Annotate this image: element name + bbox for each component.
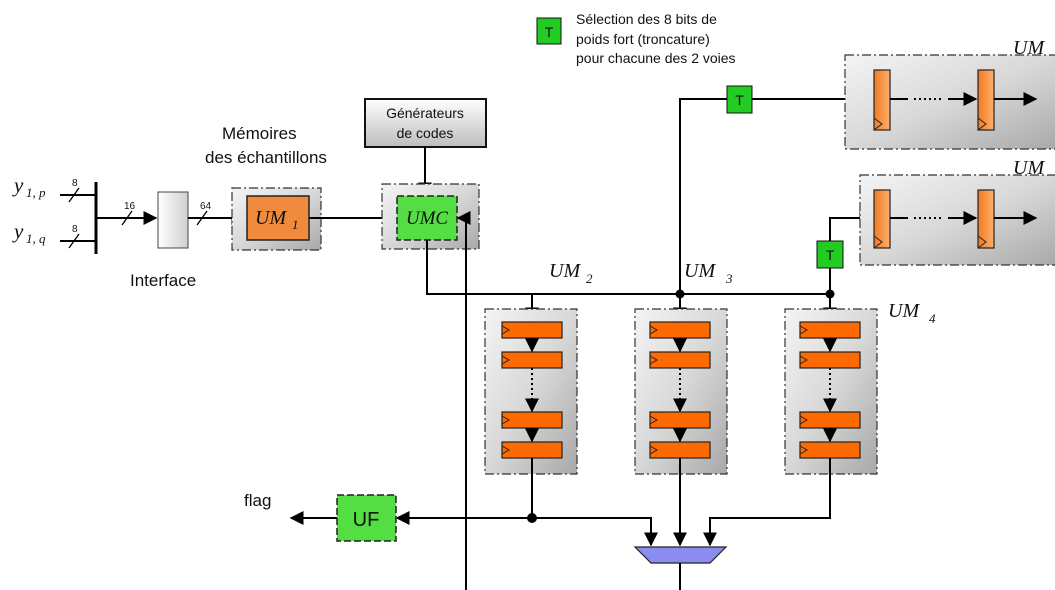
interface-block xyxy=(157,191,189,249)
um3-reg-3 xyxy=(649,411,711,429)
generator-line-1: Générateurs xyxy=(386,105,464,121)
legend-line-3: pour chacune des 2 voies xyxy=(576,50,736,66)
um3-sub: 3 xyxy=(725,271,733,286)
clk-top-b-2 xyxy=(977,235,987,249)
input-yp-main: y xyxy=(12,173,24,197)
reg-top-a-1 xyxy=(873,69,891,131)
t-block-top xyxy=(726,85,753,114)
um3-clk-3 xyxy=(649,415,659,425)
um4-clk-1 xyxy=(799,325,809,335)
uf-block xyxy=(336,494,397,542)
um3-clk-4 xyxy=(649,445,659,455)
reg-top-b-1 xyxy=(873,189,891,249)
um1-group: Mémoires des échantillons UM 1 xyxy=(205,124,327,251)
width-16-label: 16 xyxy=(124,201,136,212)
legend-line-1: Sélection des 8 bits de xyxy=(576,11,717,27)
um1-label: UM xyxy=(255,207,287,229)
code-generator: Générateurs de codes xyxy=(364,98,487,148)
um-top-right-b-frame xyxy=(859,174,1055,266)
reg-top-b-2 xyxy=(977,189,995,249)
um2-clk-4 xyxy=(501,445,511,455)
um3-clk-1 xyxy=(649,325,659,335)
um4-to-mux-wire xyxy=(703,458,831,547)
um4-reg-4 xyxy=(799,441,861,459)
umc-label: UMC xyxy=(406,208,449,229)
um3-reg-4 xyxy=(649,441,711,459)
um4-clk-4 xyxy=(799,445,809,455)
width-q-label: 8 xyxy=(72,224,78,235)
input-yp-sub: 1, p xyxy=(26,185,46,200)
bus-slash-64 xyxy=(196,210,208,226)
legend-line-2: poids fort (troncature) xyxy=(576,31,710,47)
reg-top-a-2 xyxy=(977,69,995,131)
t-mid-to-chain xyxy=(829,211,874,241)
um2-to-mux-wire xyxy=(531,458,658,547)
flag-label: flag xyxy=(244,491,271,510)
bus-to-top-t xyxy=(679,98,727,294)
um-top-right-b: UM xyxy=(859,157,1055,266)
um2-sub: 2 xyxy=(586,271,593,286)
main-bus xyxy=(426,240,830,295)
memories-label-2: des échantillons xyxy=(205,148,327,167)
bus-slash-q xyxy=(68,233,80,249)
um2-group xyxy=(484,294,578,475)
um1-block xyxy=(246,195,310,241)
um4-clk-3 xyxy=(799,415,809,425)
interface-label: Interface xyxy=(130,271,196,290)
um3-group xyxy=(634,294,728,475)
clk-top-a-1 xyxy=(873,117,883,131)
um-top-right-a-label: UM xyxy=(1013,37,1045,59)
clk-top-a-2 xyxy=(977,117,987,131)
um2-clk-2 xyxy=(501,355,511,365)
bus-slash-p xyxy=(68,187,80,203)
umc-feedback-wire xyxy=(456,211,471,590)
um-top-right-a: UM xyxy=(844,37,1055,150)
um4-label: UM xyxy=(888,300,920,322)
um2-reg-1 xyxy=(501,321,563,339)
t-block-mid xyxy=(816,240,844,269)
um2-reg-2 xyxy=(501,351,563,369)
clk-top-b-1 xyxy=(873,235,883,249)
legend: T Sélection des 8 bits de poids fort (tr… xyxy=(536,11,736,66)
width-64-label: 64 xyxy=(200,201,212,212)
uf-group: UF xyxy=(336,494,397,542)
bus-slash-16 xyxy=(121,210,133,226)
generator-line-2: de codes xyxy=(397,125,454,141)
legend-t-label: T xyxy=(545,24,554,40)
um-top-right-b-label: UM xyxy=(1013,157,1045,179)
um2-clk-3 xyxy=(501,415,511,425)
um3-reg-1 xyxy=(649,321,711,339)
width-p-label: 8 xyxy=(72,178,78,189)
um2-reg-3 xyxy=(501,411,563,429)
code-generator-block xyxy=(364,98,487,148)
um4-reg-3 xyxy=(799,411,861,429)
uf-label: UF xyxy=(353,509,380,531)
memories-label-1: Mémoires xyxy=(222,124,297,143)
um4-group xyxy=(784,294,878,475)
um4-reg-2 xyxy=(799,351,861,369)
um3-reg-2 xyxy=(649,351,711,369)
um4-reg-1 xyxy=(799,321,861,339)
t-label-top: T xyxy=(735,92,744,108)
um1-sub: 1 xyxy=(292,217,299,232)
t-label-mid: T xyxy=(826,247,835,263)
um3-label: UM xyxy=(684,260,716,282)
um3-clk-2 xyxy=(649,355,659,365)
um2-clk-1 xyxy=(501,325,511,335)
input-yq-sub: 1, q xyxy=(26,231,46,246)
umc-group: UMC xyxy=(381,183,480,250)
input-yq-main: y xyxy=(12,219,24,243)
um4-sub: 4 xyxy=(929,311,936,326)
um4-clk-2 xyxy=(799,355,809,365)
um2-reg-4 xyxy=(501,441,563,459)
multiplexer xyxy=(633,546,728,564)
input-section: y 1, p y 1, q 8 8 16 Interface 64 xyxy=(12,173,246,290)
legend-t-symbol xyxy=(536,17,562,45)
um2-label: UM xyxy=(549,260,581,282)
